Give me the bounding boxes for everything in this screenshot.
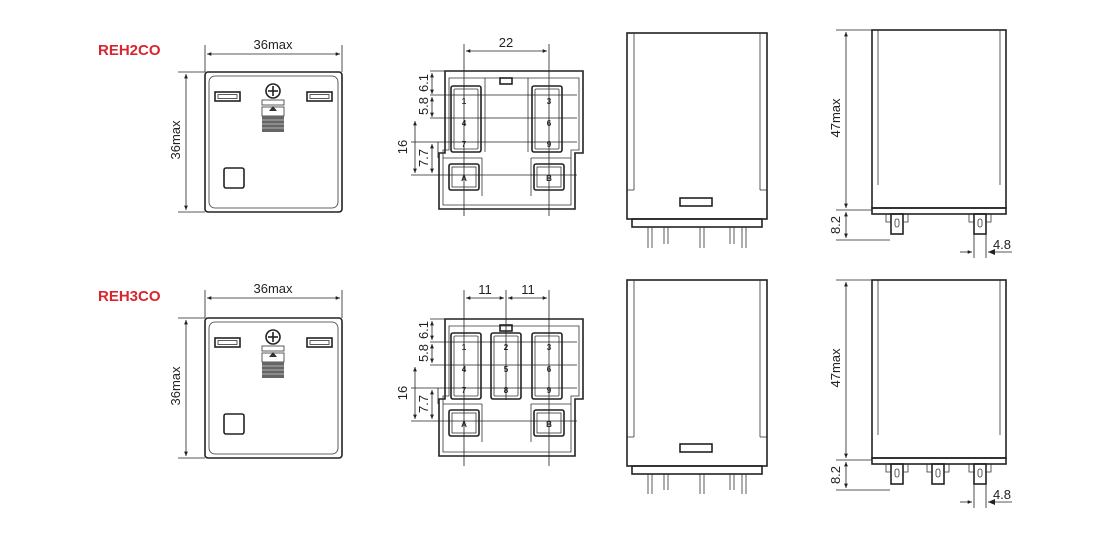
terminal [926, 463, 950, 485]
dim-16-label: 16 [395, 386, 410, 400]
row-reh2co: REH2CO 36max 36max [98, 29, 1012, 258]
dim-6-1-label: 6.1 [416, 321, 431, 339]
side-height-label: 47max [828, 98, 843, 138]
terminal [885, 463, 909, 485]
dim-16-label: 16 [395, 140, 410, 154]
pin-label: 8 [504, 386, 509, 395]
pin-label: 1 [462, 343, 467, 352]
pin-view: 22 6.1 5.8 16 [395, 35, 584, 216]
model-title: REH2CO [98, 42, 161, 59]
pin-label: 3 [547, 343, 552, 352]
pin-label: 2 [504, 343, 509, 352]
side-view [626, 32, 768, 248]
pin-spacing-label: 22 [499, 35, 513, 50]
pin-label: 5 [504, 365, 509, 374]
terminal-width-label: 4.8 [993, 237, 1011, 252]
dim-5-8-label: 5.8 [416, 97, 431, 115]
pin-label: 1 [462, 97, 467, 106]
dim-7-7-label: 7.7 [416, 149, 431, 167]
front-width-label: 36max [253, 37, 293, 52]
dim-5-8-label: 5.8 [416, 344, 431, 362]
pin-label: 7 [462, 140, 467, 149]
pin-label: 3 [547, 97, 552, 106]
screw-icon [265, 329, 281, 345]
pin-label: A [461, 420, 467, 429]
front-height-label: 36max [168, 120, 183, 160]
terminal-length-label: 8.2 [828, 216, 843, 234]
front-view: 36max 36max [168, 281, 343, 459]
pin-spacing-label: 11 [478, 282, 492, 297]
terminal [968, 213, 992, 235]
dim-7-7-label: 7.7 [416, 395, 431, 413]
front-width-label: 36max [253, 281, 293, 296]
side-terminal-view: 47max 8.2 4.8 [828, 29, 1012, 258]
pin-label: 4 [462, 119, 467, 128]
pin-label: 6 [547, 365, 552, 374]
front-view: 36max 36max [168, 37, 343, 213]
pin-label: 9 [547, 140, 552, 149]
pin-label: B [546, 420, 552, 429]
pin-label: 4 [462, 365, 467, 374]
pin-label: 9 [547, 386, 552, 395]
dim-6-1-label: 6.1 [416, 74, 431, 92]
pin-label: A [461, 174, 467, 183]
terminal-length-label: 8.2 [828, 466, 843, 484]
front-height-label: 36max [168, 366, 183, 406]
side-view [626, 279, 768, 494]
terminal-width-label: 4.8 [993, 487, 1011, 502]
row-reh3co: REH3CO 36max 36max [98, 279, 1012, 508]
screw-icon [265, 83, 281, 99]
pin-label: B [546, 174, 552, 183]
pin-label: 7 [462, 386, 467, 395]
pin-label: 6 [547, 119, 552, 128]
model-title: REH3CO [98, 288, 161, 305]
side-terminal-view: 47max 8.2 [828, 279, 1012, 508]
pin-view: 11 11 6.1 5.8 [395, 282, 584, 466]
terminal [885, 213, 909, 235]
side-height-label: 47max [828, 348, 843, 388]
pin-spacing-label: 11 [521, 282, 535, 297]
terminal [968, 463, 992, 485]
